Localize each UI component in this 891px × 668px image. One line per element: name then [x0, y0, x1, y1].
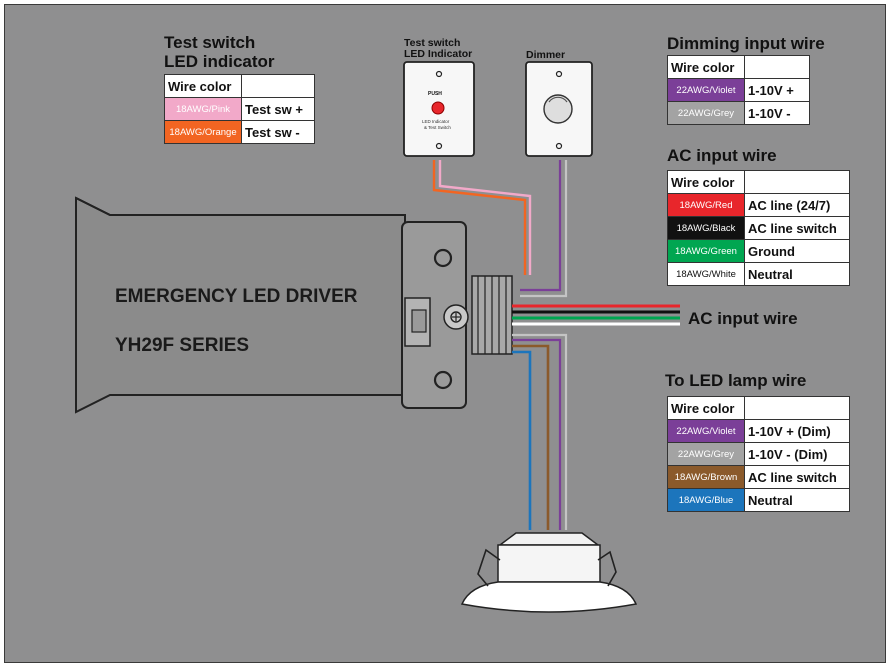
- dimmer-wires: [520, 160, 568, 298]
- test-switch-device: [403, 61, 475, 157]
- wire-swatch: 18AWG/Black: [667, 216, 745, 240]
- table-header-row: Wire color: [164, 74, 315, 98]
- wire-function: 1-10V +: [744, 78, 810, 102]
- dimmer-device: [525, 61, 593, 157]
- wire-function: AC line switch: [744, 465, 850, 489]
- wire-swatch: 18AWG/Orange: [164, 120, 242, 144]
- wire-swatch: 22AWG/Violet: [667, 419, 745, 443]
- test-switch-device-label-1: Test switch: [404, 37, 461, 49]
- led-heading: To LED lamp wire: [665, 371, 807, 390]
- wire-swatch: 18AWG/Green: [667, 239, 745, 263]
- ac-heading: AC input wire: [667, 146, 777, 165]
- wire-function: Neutral: [744, 262, 850, 286]
- function-header: [241, 74, 315, 98]
- wire-function: Ground: [744, 239, 850, 263]
- function-header: [744, 170, 850, 194]
- test-switch-heading-2: LED indicator: [164, 52, 275, 71]
- test-switch-heading-1: Test switch: [164, 33, 256, 52]
- table-row: 18AWG/Orange Test sw -: [164, 120, 315, 144]
- wire-function: 1-10V + (Dim): [744, 419, 850, 443]
- wire-function: Neutral: [744, 488, 850, 512]
- dimming-table: Wire color 22AWG/Violet 1-10V + 22AWG/Gr…: [667, 55, 810, 125]
- table-row: 22AWG/Grey 1-10V -: [667, 101, 810, 125]
- table-row: 22AWG/Grey 1-10V - (Dim): [667, 442, 850, 466]
- push-text: PUSH: [428, 91, 442, 97]
- wire-swatch: 18AWG/Blue: [667, 488, 745, 512]
- ac-input-wires: [512, 304, 680, 326]
- ac-table: Wire color 18AWG/Red AC line (24/7) 18AW…: [667, 170, 850, 286]
- driver-series: YH29F SERIES: [115, 335, 250, 356]
- wire-color-header: Wire color: [667, 396, 745, 420]
- led-table: Wire color 22AWG/Violet 1-10V + (Dim) 22…: [667, 396, 850, 512]
- table-row: 22AWG/Violet 1-10V +: [667, 78, 810, 102]
- table-row: 18AWG/Black AC line switch: [667, 216, 850, 240]
- table-header-row: Wire color: [667, 55, 810, 79]
- wire-color-header: Wire color: [667, 55, 745, 79]
- ac-input-wire-label: AC input wire: [688, 309, 798, 328]
- wire-function: 1-10V - (Dim): [744, 442, 850, 466]
- driver-body: [75, 196, 513, 414]
- wire-swatch: 22AWG/Grey: [667, 442, 745, 466]
- table-row: 18AWG/Green Ground: [667, 239, 850, 263]
- function-header: [744, 55, 810, 79]
- wire-swatch: 18AWG/Brown: [667, 465, 745, 489]
- table-row: 18AWG/Blue Neutral: [667, 488, 850, 512]
- table-header-row: Wire color: [667, 170, 850, 194]
- wire-function: Test sw -: [241, 120, 315, 144]
- test-switch-wires: [432, 160, 532, 275]
- wire-color-header: Wire color: [164, 74, 242, 98]
- test-switch-device-label-2: LED Indicator: [404, 48, 473, 60]
- table-row: 18AWG/Brown AC line switch: [667, 465, 850, 489]
- test-switch-small-text-2: & Test Switch: [424, 125, 451, 130]
- wire-swatch: 22AWG/Violet: [667, 78, 745, 102]
- wire-swatch: 22AWG/Grey: [667, 101, 745, 125]
- wire-swatch: 18AWG/Pink: [164, 97, 242, 121]
- wire-function: AC line switch: [744, 216, 850, 240]
- table-header-row: Wire color: [667, 396, 850, 420]
- wire-color-header: Wire color: [667, 170, 745, 194]
- test-switch-table: Wire color 18AWG/Pink Test sw + 18AWG/Or…: [164, 74, 315, 144]
- wire-function: AC line (24/7): [744, 193, 850, 217]
- function-header: [744, 396, 850, 420]
- table-row: 18AWG/Pink Test sw +: [164, 97, 315, 121]
- table-row: 22AWG/Violet 1-10V + (Dim): [667, 419, 850, 443]
- led-downlight: [460, 532, 638, 613]
- wire-swatch: 18AWG/Red: [667, 193, 745, 217]
- table-row: 18AWG/White Neutral: [667, 262, 850, 286]
- table-row: 18AWG/Red AC line (24/7): [667, 193, 850, 217]
- wire-swatch: 18AWG/White: [667, 262, 745, 286]
- driver-title: EMERGENCY LED DRIVER: [115, 286, 358, 307]
- wire-function: Test sw +: [241, 97, 315, 121]
- wire-function: 1-10V -: [744, 101, 810, 125]
- test-switch-small-text-1: LED Indicator: [422, 119, 450, 124]
- dimmer-label: Dimmer: [526, 49, 566, 61]
- dimming-heading: Dimming input wire: [667, 34, 825, 53]
- led-lamp-wires: [512, 333, 568, 530]
